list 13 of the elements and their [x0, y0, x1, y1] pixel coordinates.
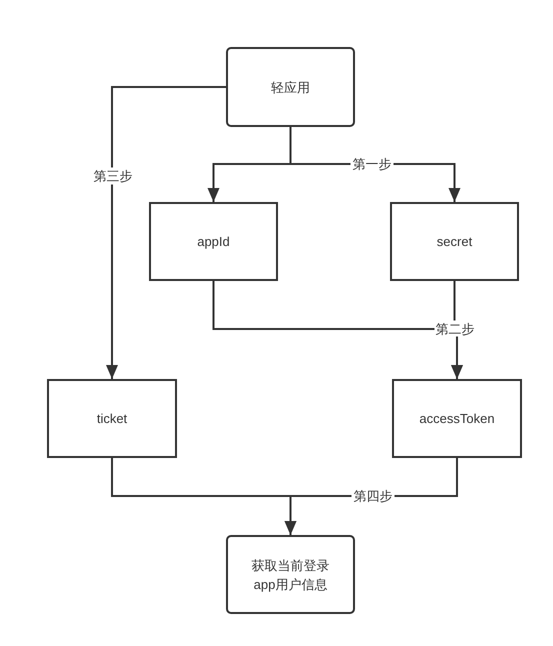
- process-box: ticket: [47, 379, 177, 458]
- arrow: [290, 126, 460, 203]
- edge-label: 第二步: [434, 322, 476, 336]
- process-box: secret: [390, 202, 519, 281]
- edge-label: 第一步: [352, 156, 392, 172]
- process-box: accessToken: [392, 379, 522, 458]
- arrow: [451, 280, 463, 380]
- process-box: appId: [149, 202, 278, 281]
- edge-label: 第三步: [92, 168, 134, 184]
- rounded-box: 获取当前登录app用户信息: [226, 535, 355, 614]
- arrow: [106, 86, 227, 380]
- rounded-box: 轻应用: [226, 47, 355, 127]
- edge-label: 第四步: [352, 488, 394, 504]
